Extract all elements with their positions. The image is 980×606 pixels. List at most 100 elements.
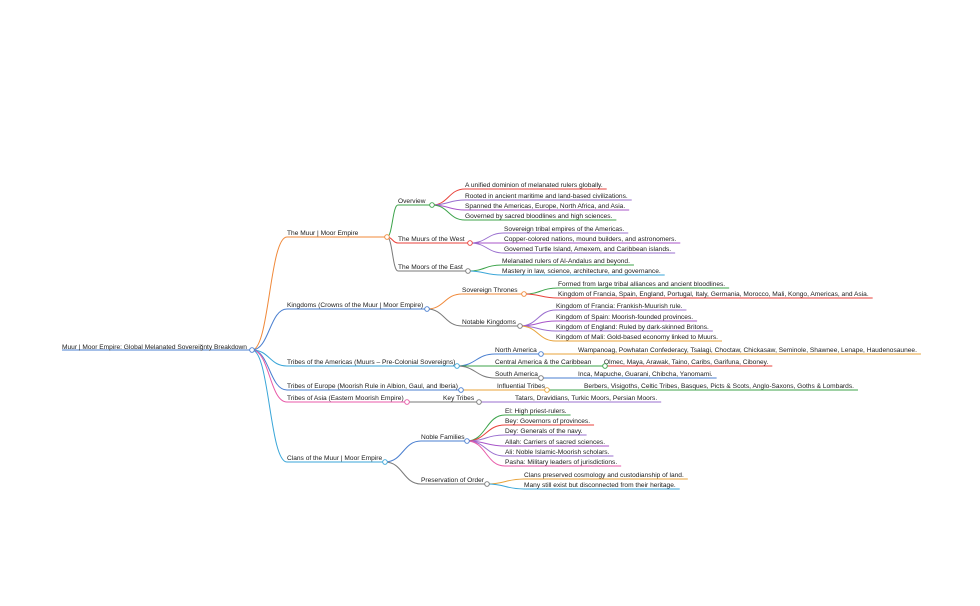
branch-collapse-dot[interactable] <box>454 363 460 369</box>
subtopic-collapse-dot[interactable] <box>465 268 471 274</box>
branch-topic[interactable]: The Muur | Moor Empire <box>287 230 359 237</box>
branch-collapse-dot[interactable] <box>382 459 388 465</box>
branch-topic[interactable]: Clans of the Muur | Moor Empire <box>287 455 382 462</box>
connector-lines <box>62 188 921 490</box>
subtopic[interactable]: Notable Kingdoms <box>462 319 517 326</box>
leaf-topic[interactable]: Mastery in law, science, architecture, a… <box>502 268 661 275</box>
subtopic-collapse-dot[interactable] <box>538 375 544 381</box>
leaf-topic-bold: Allah <box>505 439 520 446</box>
subtopic-collapse-dot[interactable] <box>544 387 550 393</box>
leaf-connector <box>486 483 525 490</box>
subtopic-connector <box>384 461 422 485</box>
branch-connector <box>251 349 288 391</box>
subtopic[interactable]: North America <box>495 347 537 354</box>
leaf-topic-rest: : Generals of the navy. <box>517 428 583 435</box>
subtopic[interactable]: The Moors of the East <box>398 264 463 271</box>
leaf-connector <box>469 232 505 244</box>
leaf-topic[interactable]: Olmec, Maya, Arawak, Taino, Caribs, Gari… <box>604 359 768 366</box>
leaf-topic[interactable]: Governed Turtle Island, Amexem, and Cari… <box>504 246 671 253</box>
branch-collapse-dot[interactable] <box>384 234 390 240</box>
leaf-topic[interactable]: Kingdom of Mali: Gold-based economy link… <box>556 334 718 341</box>
branch-collapse-dot[interactable] <box>424 306 430 312</box>
leaf-topic-rest: : Carriers of sacred sciences. <box>520 439 606 446</box>
leaf-connector <box>466 440 506 467</box>
branch-topic[interactable]: Tribes of the Americas (Muurs – Pre-Colo… <box>287 359 455 366</box>
leaf-topic[interactable]: Kingdom of England: Ruled by dark-skinne… <box>556 324 709 331</box>
leaf-topic[interactable]: Ali: Noble Islamic-Moorish scholars. <box>505 449 610 456</box>
subtopic-connector <box>426 293 463 310</box>
leaf-topic[interactable]: A unified dominion of melanated rulers g… <box>465 182 603 189</box>
leaf-topic[interactable]: Inca, Mapuche, Guarani, Chibcha, Yanomam… <box>578 371 713 378</box>
subtopic-collapse-dot[interactable] <box>484 481 490 487</box>
branch-connector <box>251 236 288 351</box>
subtopic-connector <box>456 365 496 379</box>
leaf-topic[interactable]: Rooted in ancient maritime and land-base… <box>465 193 628 200</box>
leaf-topic[interactable]: Formed from large tribal alliances and a… <box>558 281 725 288</box>
subtopic[interactable]: Sovereign Thrones <box>462 287 518 294</box>
leaf-topic-rest: : Frankish-Muurish rule. <box>613 303 682 310</box>
leaf-topic[interactable]: Kingdom of Francia: Frankish-Muurish rul… <box>556 303 683 310</box>
subtopic[interactable]: Key Tribes <box>443 395 475 402</box>
leaf-connector <box>486 478 525 485</box>
branch-connector <box>251 349 288 403</box>
leaf-topic[interactable]: Wampanoag, Powhatan Confederacy, Tsalagi… <box>578 347 917 354</box>
subtopic[interactable]: South America <box>495 371 538 378</box>
subtopic-collapse-dot[interactable] <box>476 399 482 405</box>
leaf-topic-rest: : Ruled by dark-skinned Britons. <box>615 324 709 331</box>
subtopic-collapse-dot[interactable] <box>429 202 435 208</box>
leaf-topic-rest: : Noble Islamic-Moorish scholars. <box>512 449 609 456</box>
subtopic[interactable]: Overview <box>398 198 426 205</box>
subtopic-collapse-dot[interactable] <box>517 323 523 329</box>
leaf-connector <box>467 270 503 276</box>
leaf-topic[interactable]: Melanated rulers of Al-Andalus and beyon… <box>502 258 630 265</box>
leaf-topic[interactable]: Tatars, Dravidians, Turkic Moors, Persia… <box>515 395 657 402</box>
subtopic-collapse-dot[interactable] <box>602 363 608 369</box>
root-collapse-dot[interactable] <box>249 347 255 353</box>
leaf-topic[interactable]: Kingdom of Spain: Moorish-founded provin… <box>556 314 693 321</box>
subtopic-collapse-dot[interactable] <box>521 291 527 297</box>
leaf-topic[interactable]: Dey: Generals of the navy. <box>505 428 583 435</box>
subtopic-collapse-dot[interactable] <box>538 351 544 357</box>
leaf-topic-bold: Kingdom of Spain <box>556 314 608 321</box>
root-topic[interactable]: Muur | Moor Empire: Global Melanated Sov… <box>62 344 247 351</box>
branch-connector <box>251 349 288 463</box>
subtopic-connector <box>386 236 399 272</box>
branch-topic[interactable]: Kingdoms (Crowns of the Muur | Moor Empi… <box>287 302 423 309</box>
branch-topic[interactable]: Tribes of Europe (Moorish Rule in Albion… <box>287 383 458 390</box>
leaf-topic-bold: Kingdom of Mali <box>556 334 604 341</box>
subtopic-connector <box>384 440 422 463</box>
branch-collapse-dot[interactable] <box>458 387 464 393</box>
subtopic[interactable]: Influential Tribes <box>497 383 546 390</box>
leaf-topic-bold: Bey <box>505 418 517 425</box>
leaf-topic[interactable]: Allah: Carriers of sacred sciences. <box>505 439 605 446</box>
leaf-topic[interactable]: El: High priest-rulers. <box>505 408 567 415</box>
leaf-topic-bold: Dey <box>505 428 517 435</box>
leaf-topic-bold: Kingdom of England <box>556 324 616 331</box>
leaf-topic[interactable]: Bey: Governors of provinces. <box>505 418 590 425</box>
leaf-connector <box>523 287 559 295</box>
subtopic-collapse-dot[interactable] <box>464 438 470 444</box>
branch-collapse-dot[interactable] <box>404 399 410 405</box>
branch-topic[interactable]: Tribes of Asia (Eastern Moorish Empire) <box>287 395 404 402</box>
leaf-topic-bold: Kingdom of Francia <box>556 303 614 310</box>
leaf-connector <box>431 204 466 221</box>
subtopic[interactable]: The Muurs of the West <box>398 236 465 243</box>
leaf-topic[interactable]: Sovereign tribal empires of the Americas… <box>504 226 624 233</box>
subtopic-connector <box>456 353 496 367</box>
subtopic[interactable]: Central America & the Caribbean <box>495 359 592 366</box>
mind-map-nodes: Muur | Moor Empire: Global Melanated Sov… <box>62 182 917 489</box>
subtopic[interactable]: Preservation of Order <box>421 477 485 484</box>
leaf-topic[interactable]: Spanned the Americas, Europe, North Afri… <box>465 203 625 210</box>
subtopic-collapse-dot[interactable] <box>467 240 473 246</box>
leaf-topic[interactable]: Berbers, Visigoths, Celtic Tribes, Basqu… <box>584 383 854 390</box>
leaf-topic[interactable]: Kingdom of Francia, Spain, England, Port… <box>558 291 869 298</box>
leaf-topic[interactable]: Clans preserved cosmology and custodians… <box>524 472 684 479</box>
leaf-connector <box>469 242 505 254</box>
subtopic[interactable]: Noble Families <box>421 434 465 441</box>
leaf-topic[interactable]: Pasha: Military leaders of jurisdictions… <box>505 459 617 466</box>
leaf-topic[interactable]: Copper-colored nations, mound builders, … <box>504 236 676 243</box>
leaf-topic[interactable]: Governed by sacred bloodlines and high s… <box>465 213 613 220</box>
leaf-topic[interactable]: Many still exist but disconnected from t… <box>524 482 676 489</box>
leaf-topic-rest: : Moorish-founded provinces. <box>608 314 693 321</box>
